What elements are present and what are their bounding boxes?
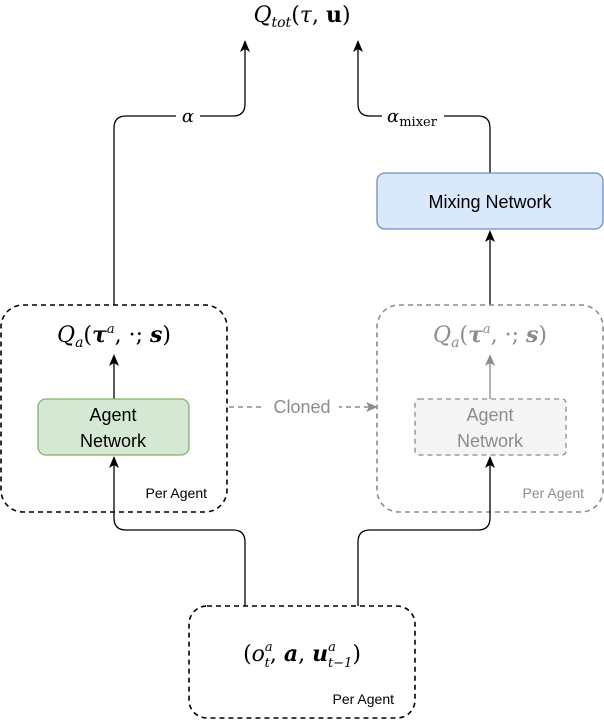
cloned-label: Cloned (273, 397, 330, 417)
right-agent-network-box (414, 398, 567, 456)
right-q-a-label: Qa(τa, ·; s) (433, 322, 547, 351)
cloned-label-bg (265, 395, 339, 417)
q-tot-label: Qtot(τ, u) (253, 2, 350, 31)
left-alpha-edge (113, 40, 250, 305)
input-per-agent-box (188, 605, 416, 719)
input-per-agent-label: Per Agent (333, 691, 395, 707)
right-agent-network-line2: Network (457, 431, 524, 451)
left-agent-network-box (37, 398, 190, 456)
right-alpha-bg (382, 104, 444, 126)
left-alpha-bg (176, 104, 200, 126)
left-per-agent-label: Per Agent (146, 485, 208, 501)
input-to-left-agent-edge (109, 456, 246, 606)
input-to-right-agent-edge (357, 456, 495, 606)
right-agent-network-line1: Agent (466, 405, 513, 425)
left-agent-network-line2: Network (80, 431, 147, 451)
left-alpha-label: α (182, 106, 194, 127)
left-agent-network-line1: Agent (89, 405, 136, 425)
right-per-agent-label: Per Agent (523, 485, 585, 501)
left-q-a-label: Qa(τa, ·; s) (57, 322, 171, 351)
right-alpha-mixer-label: αmixer (387, 106, 438, 130)
mixing-network-label: Mixing Network (428, 192, 552, 212)
mixing-network-box (376, 172, 604, 230)
